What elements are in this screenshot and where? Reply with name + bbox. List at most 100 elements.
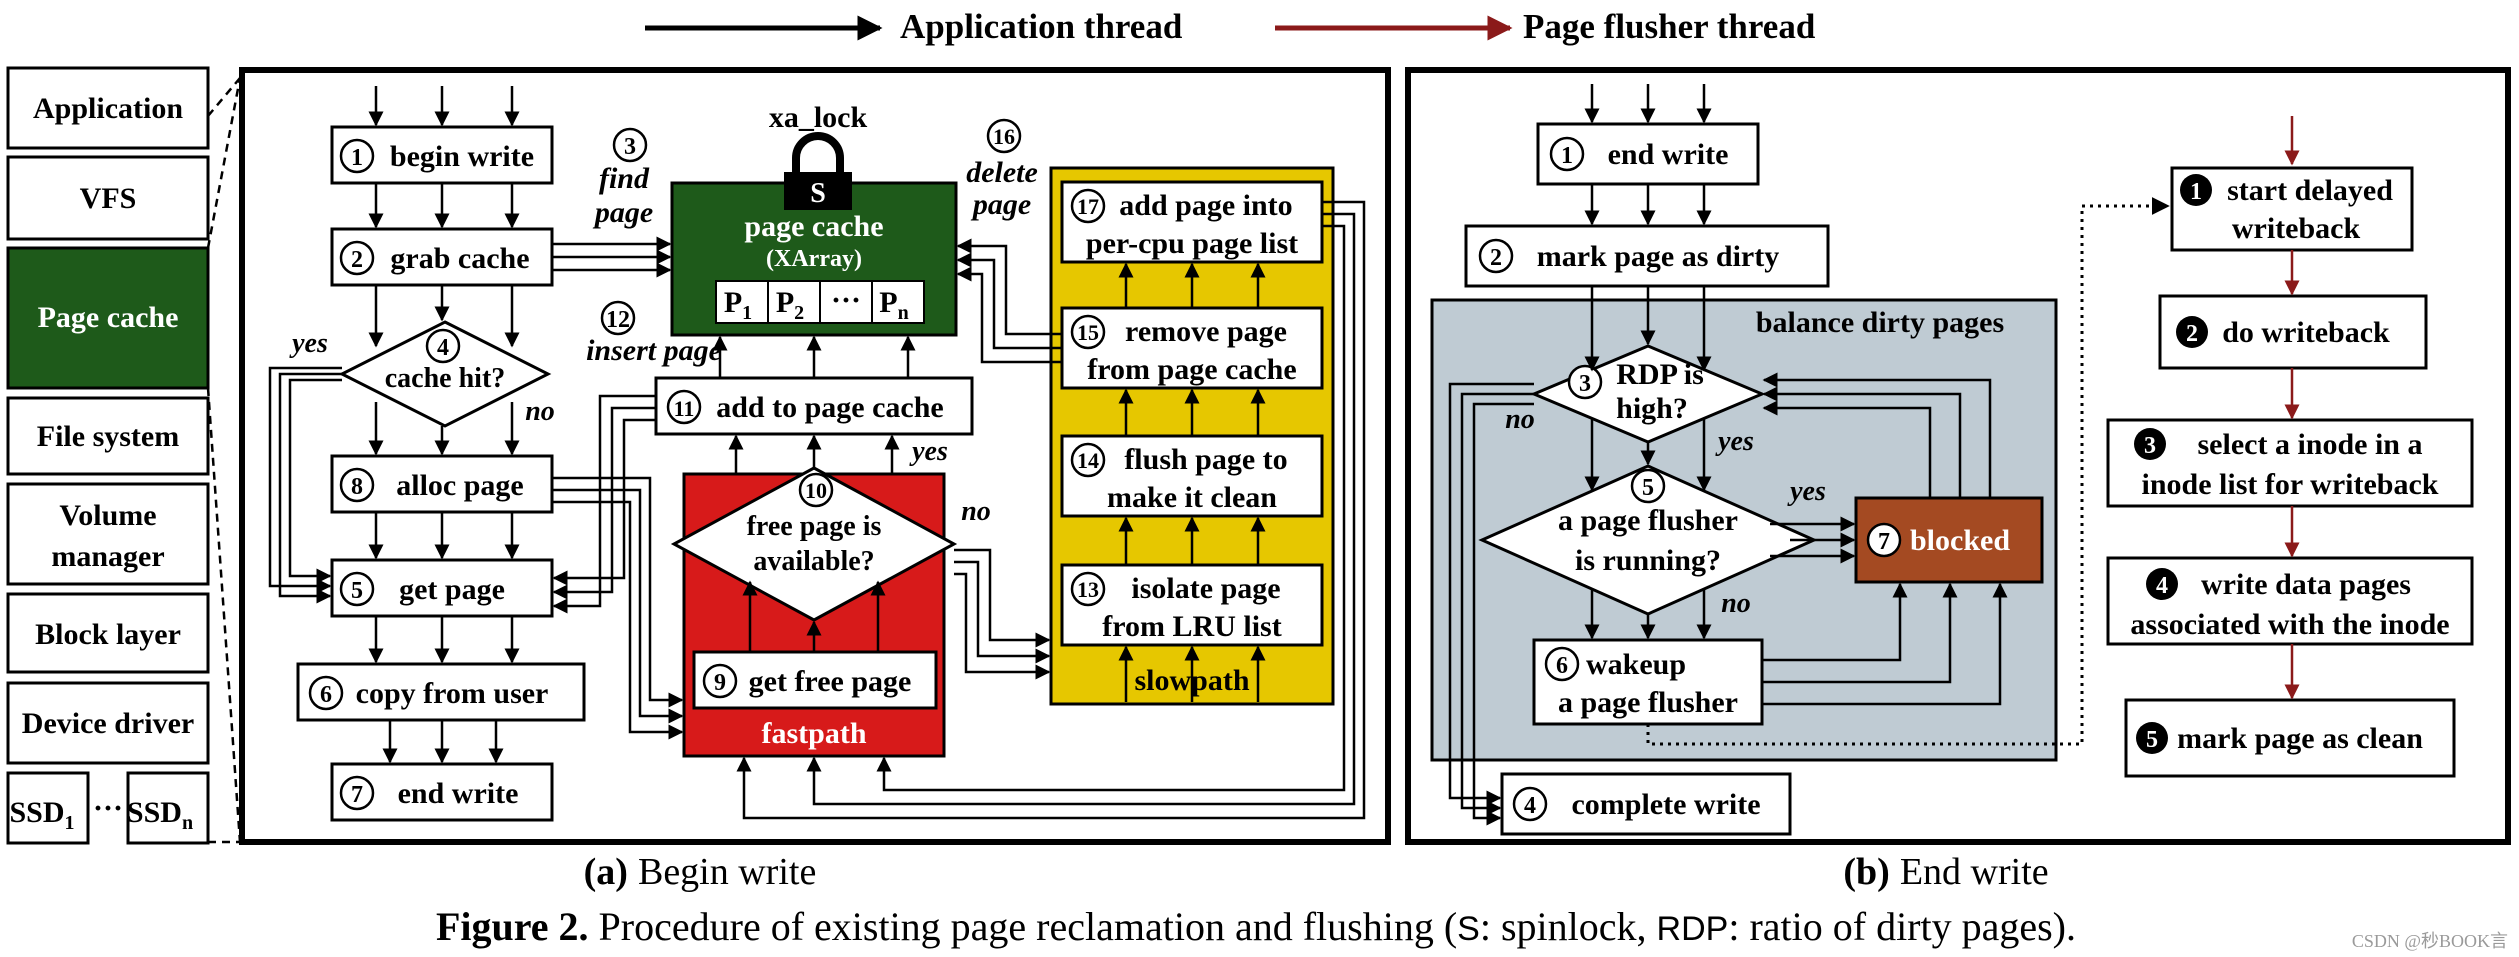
svg-text:···: ···	[831, 284, 861, 317]
svg-text:inode list for writeback: inode list for writeback	[2142, 468, 2439, 501]
svg-text:15: 15	[1077, 320, 1099, 345]
svg-text:2: 2	[351, 247, 363, 273]
svg-text:5: 5	[1642, 475, 1654, 501]
svg-text:cache hit?: cache hit?	[385, 363, 506, 394]
flusher-thread: 1 start delayed writeback 2 do writeback…	[2106, 116, 2474, 778]
xa-lock-label: xa_lock	[769, 101, 868, 134]
add-to-page-cache-step: add to page cache	[716, 391, 944, 424]
page-cache-title: page cache	[744, 210, 883, 243]
cache-hit-decision	[338, 320, 552, 428]
grab-cache-step: grab cache	[390, 242, 529, 275]
svg-text:no: no	[525, 396, 555, 427]
svg-text:1: 1	[1561, 143, 1573, 169]
svg-text:SSD1: SSD1	[9, 796, 74, 834]
svg-text:per-cpu page list: per-cpu page list	[1086, 227, 1298, 260]
svg-text:yes: yes	[909, 436, 948, 467]
watermark: CSDN @秒BOOK言	[2352, 931, 2508, 951]
find-label: find	[599, 162, 650, 195]
svg-text:14: 14	[1077, 448, 1099, 473]
svg-text:16: 16	[993, 124, 1015, 149]
svg-text:no: no	[1505, 404, 1535, 435]
stack-ssd-dots: ···	[93, 792, 123, 825]
svg-text:select a inode in a: select a inode in a	[2198, 428, 2423, 461]
svg-text:is running?: is running?	[1575, 544, 1721, 577]
get-page-step: get page	[399, 573, 505, 606]
svg-text:3: 3	[624, 134, 636, 160]
svg-text:yes: yes	[289, 328, 328, 359]
svg-text:from LRU list: from LRU list	[1102, 610, 1281, 643]
svg-text:4: 4	[437, 335, 449, 361]
svg-text:isolate page: isolate page	[1131, 572, 1280, 605]
svg-text:make it clean: make it clean	[1107, 481, 1277, 514]
svg-text:6: 6	[320, 682, 332, 708]
lock-icon: S	[784, 132, 852, 210]
svg-text:RDP is: RDP is	[1616, 358, 1704, 391]
svg-text:yes: yes	[1715, 426, 1754, 457]
svg-text:writeback: writeback	[2232, 212, 2361, 245]
page-cache-xarray: (XArray)	[766, 246, 862, 272]
svg-text:start delayed: start delayed	[2227, 174, 2393, 207]
caption-a: (a)Begin write	[584, 851, 817, 893]
panel-b-frame	[1405, 67, 2511, 845]
svg-text:5: 5	[351, 578, 363, 604]
svg-text:12: 12	[606, 307, 630, 333]
balance-dirty-label: balance dirty pages	[1756, 306, 2004, 339]
panel-b-arrows	[1448, 84, 2008, 826]
find-page-label: page	[592, 196, 653, 229]
stack-page-cache: Page cache	[38, 301, 179, 334]
svg-text:no: no	[961, 496, 991, 527]
stack-device-driver: Device driver	[22, 707, 194, 740]
svg-text:7: 7	[1878, 529, 1890, 555]
begin-write-step: begin write	[390, 140, 534, 173]
svg-text:6: 6	[1556, 653, 1568, 679]
figure-caption: Figure 2.Procedure of existing page recl…	[436, 904, 2076, 949]
fastpath-label: fastpath	[761, 717, 866, 750]
svg-text:Pn: Pn	[879, 286, 908, 324]
svg-text:mark page as clean: mark page as clean	[2177, 722, 2423, 755]
svg-text:S: S	[810, 178, 826, 209]
svg-text:yes: yes	[1787, 476, 1826, 507]
alloc-page-step: alloc page	[396, 469, 524, 502]
legend-app-label: Application thread	[900, 7, 1183, 46]
svg-text:13: 13	[1077, 577, 1099, 602]
svg-text:P1: P1	[724, 286, 752, 324]
legend-flusher-label: Page flusher thread	[1523, 7, 1816, 46]
svg-text:a page flusher: a page flusher	[1558, 686, 1738, 719]
end-write-step-a: end write	[398, 777, 519, 810]
svg-text:4: 4	[1524, 793, 1536, 819]
svg-text:11: 11	[674, 396, 695, 421]
complete-write-step: complete write	[1571, 788, 1760, 821]
svg-text:4: 4	[2156, 573, 2168, 599]
svg-text:1: 1	[351, 145, 363, 171]
svg-text:17: 17	[1077, 194, 1099, 219]
svg-text:3: 3	[2144, 433, 2156, 459]
svg-text:no: no	[1721, 588, 1751, 619]
panel-a-arrows	[268, 86, 1366, 820]
svg-text:associated with the inode: associated with the inode	[2130, 608, 2449, 641]
svg-text:2: 2	[2186, 321, 2198, 347]
svg-text:high?: high?	[1616, 392, 1688, 425]
insert-page-label: insert page	[586, 334, 722, 367]
svg-text:9: 9	[714, 670, 726, 696]
caption-b: (b)End write	[1843, 851, 2048, 893]
delete-label: delete	[966, 156, 1038, 189]
mark-dirty-step: mark page as dirty	[1537, 240, 1780, 273]
svg-text:2: 2	[1490, 245, 1502, 271]
stack-ssd-1: SSD	[9, 796, 64, 829]
svg-text:available?: available?	[753, 546, 874, 577]
stack-manager: manager	[51, 540, 164, 573]
svg-text:add page into: add page into	[1119, 189, 1292, 222]
stack-ssd-n: SSD	[127, 796, 182, 829]
svg-text:10: 10	[805, 478, 827, 503]
svg-text:P2: P2	[776, 286, 804, 324]
end-write-step-b: end write	[1608, 138, 1729, 171]
svg-text:wakeup: wakeup	[1586, 648, 1686, 681]
stack-vfs: VFS	[80, 182, 137, 215]
svg-text:flush page to: flush page to	[1124, 443, 1287, 476]
page-slots: P1 P2 ··· Pn	[715, 280, 925, 324]
svg-text:from page cache: from page cache	[1087, 353, 1296, 386]
svg-text:1: 1	[2190, 179, 2202, 205]
svg-text:5: 5	[2146, 727, 2158, 753]
svg-text:8: 8	[351, 474, 363, 500]
